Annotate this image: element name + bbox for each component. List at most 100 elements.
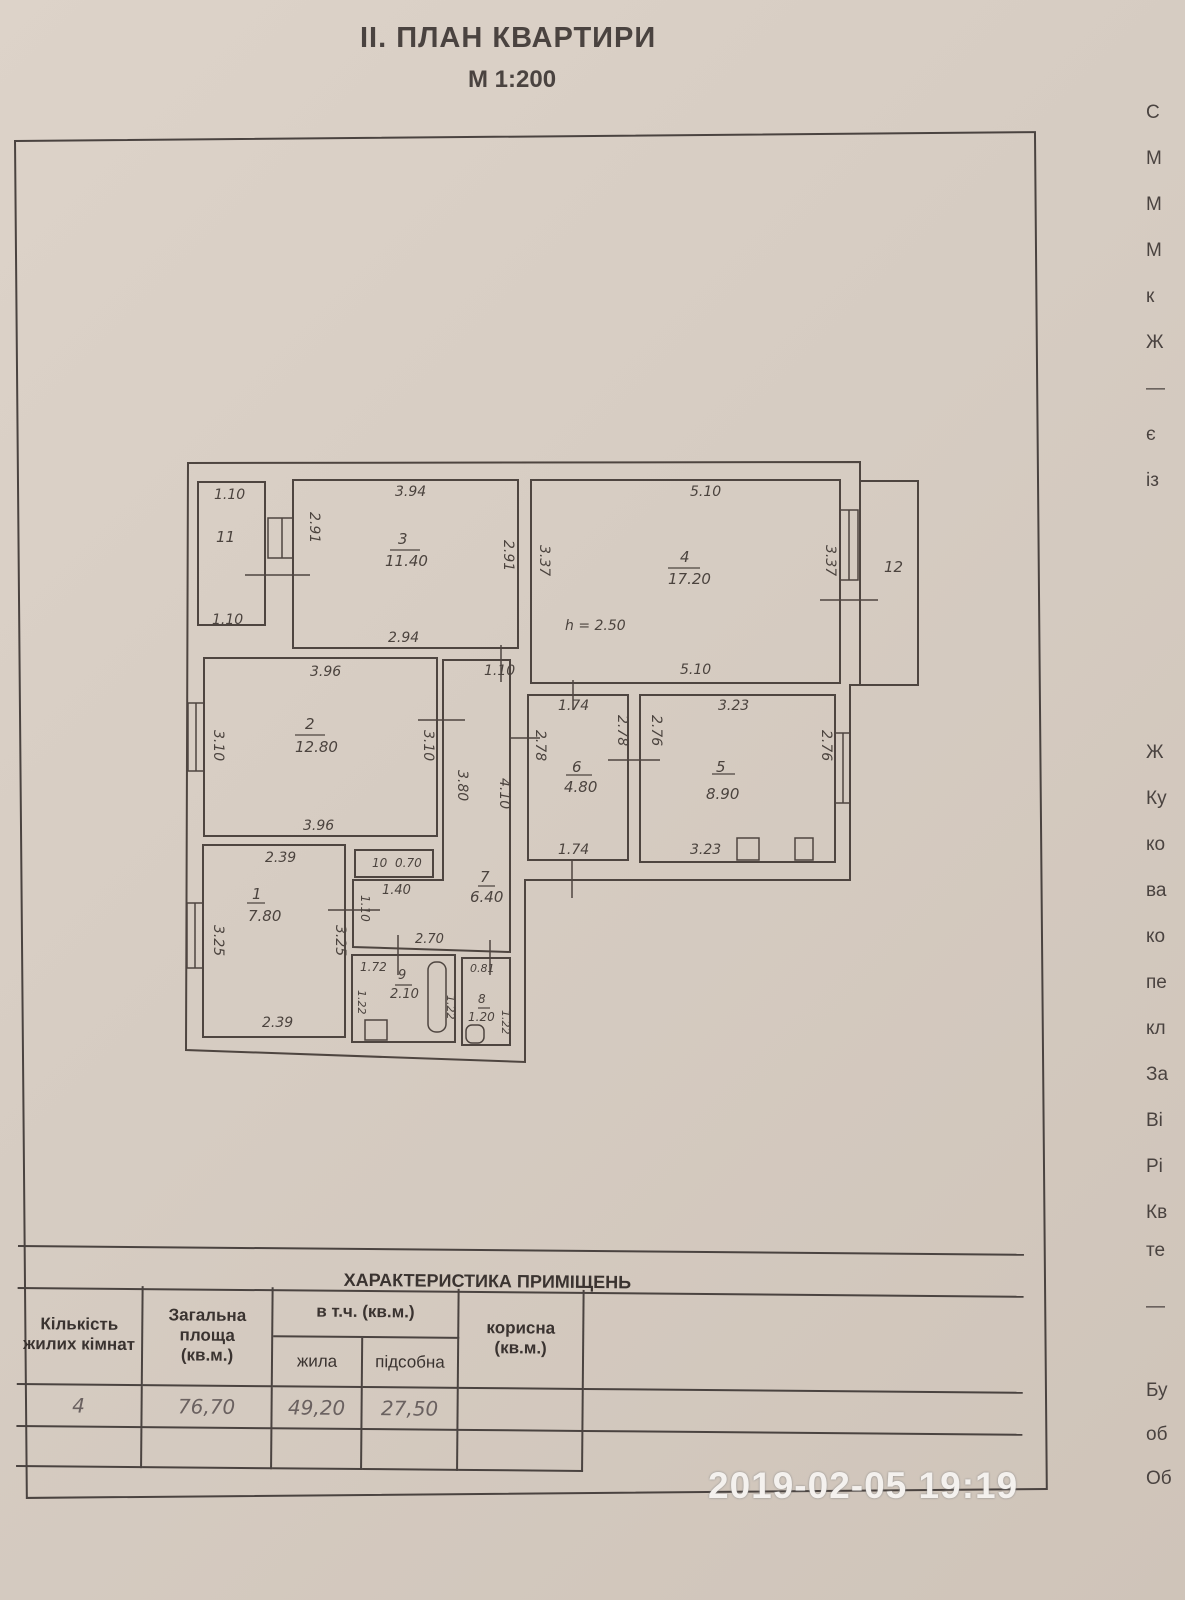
edge-text-fragment: пе <box>1146 972 1167 993</box>
room-12-number: 12 <box>884 558 904 576</box>
edge-text-fragment: к <box>1146 286 1155 307</box>
room-1-dim: 3.25 <box>210 925 226 957</box>
room-4-area: 17.20 <box>668 570 711 588</box>
edge-text-fragment: — <box>1146 1296 1165 1317</box>
room-3-dim: 2.91 <box>306 512 322 544</box>
room-7-dim: 1.40 <box>382 883 411 898</box>
photo-timestamp: 2019-02-05 19:19 <box>708 1465 1019 1506</box>
fixtures <box>364 837 814 1044</box>
room-7-dim: 4.10 <box>496 778 512 810</box>
room-2-area: 12.80 <box>295 738 338 756</box>
windows <box>186 509 859 969</box>
room-6-dim: 1.74 <box>558 842 590 858</box>
room-12-balcony <box>859 480 919 686</box>
value-living: 49,20 <box>272 1387 363 1431</box>
room-4-dim: 3.37 <box>536 545 552 577</box>
room-9-dim: 1.22 <box>355 990 368 1015</box>
room-2-dim: 3.10 <box>210 730 226 762</box>
room-1-dim: 3.25 <box>332 925 348 957</box>
edge-text-fragment: об <box>1146 1424 1168 1445</box>
room-6-area: 4.80 <box>564 778 598 796</box>
room-9-dim: 1.72 <box>360 960 387 974</box>
room-6-dim: 2.78 <box>532 730 548 762</box>
room-6-dim: 1.74 <box>558 698 590 714</box>
edge-text-fragment: із <box>1146 470 1159 491</box>
room-5-dim: 3.23 <box>718 698 750 714</box>
room-4-dim: 3.37 <box>822 545 838 577</box>
value-empty <box>583 1389 1023 1436</box>
edge-text-fragment: — <box>1146 378 1165 399</box>
room-11 <box>197 481 266 626</box>
room-7 <box>352 659 511 954</box>
room-3-number: 3 <box>398 530 408 548</box>
header-total: Загальна площа (кв.м.) <box>142 1286 274 1388</box>
room-9-dim: 1.22 <box>444 995 457 1020</box>
doors <box>245 574 878 975</box>
edge-text-fragment: Рі <box>1146 1156 1163 1177</box>
room-11-dim: 1.10 <box>212 612 244 628</box>
room-11-dim: 1.10 <box>214 487 246 503</box>
value-rooms: 4 <box>16 1384 143 1429</box>
room-2-number: 2 <box>305 715 315 733</box>
room-4-number: 4 <box>680 548 690 566</box>
room-3-area: 11.40 <box>385 552 428 570</box>
room-2-dim: 3.96 <box>310 664 342 680</box>
room-4 <box>530 479 841 684</box>
ceiling-height: h = 2.50 <box>565 618 626 634</box>
empty-cell <box>272 1429 363 1471</box>
edge-text-fragment: Ві <box>1146 1110 1163 1131</box>
room-5-number: 5 <box>716 758 726 776</box>
header-incl: в т.ч. (кв.м.) <box>273 1287 460 1339</box>
room-1-number: 1 <box>252 885 262 903</box>
room-3-dim: 3.94 <box>395 484 427 500</box>
room-2-dim: 3.10 <box>420 730 436 762</box>
room-7-dim: 1.10 <box>484 663 516 679</box>
edge-text-fragment: Ку <box>1146 788 1167 809</box>
empty-cell <box>16 1426 143 1469</box>
header-useful: корисна (кв.м.) <box>458 1288 585 1390</box>
edge-text-fragment: М <box>1146 194 1162 215</box>
room-6-number: 6 <box>572 758 582 776</box>
value-total: 76,70 <box>142 1386 273 1430</box>
room-7-area: 6.40 <box>470 888 504 906</box>
room-4-dim: 5.10 <box>680 662 712 678</box>
edge-text-fragment: М <box>1146 240 1162 261</box>
header-aux: підсобна <box>362 1338 460 1389</box>
empty-cell <box>458 1430 584 1472</box>
room-7-dim: 1.10 <box>358 895 372 922</box>
room-1-dim: 2.39 <box>262 1015 294 1031</box>
edge-text-fragment: ко <box>1146 926 1166 947</box>
room-5-dim: 2.76 <box>648 715 664 747</box>
room-1-dim: 2.39 <box>265 850 297 866</box>
value-useful <box>458 1388 584 1432</box>
edge-text-fragment: ко <box>1146 834 1166 855</box>
room-9-number: 9 <box>398 968 407 983</box>
room-8-dim: 1.22 <box>499 1010 512 1035</box>
edge-text-fragment: М <box>1146 148 1162 169</box>
room-7-dim: 3.80 <box>454 770 470 802</box>
room-8-dim: 0.81 <box>470 962 495 975</box>
edge-text-fragment: кл <box>1146 1018 1166 1039</box>
edge-text-fragment: Бу <box>1146 1380 1168 1401</box>
scale-label: М 1:200 <box>468 66 557 93</box>
header-rooms: Кількість жилих кімнат <box>16 1284 144 1387</box>
room-number-rules <box>247 549 735 1009</box>
empty-cell <box>142 1428 273 1470</box>
header-living: жила <box>272 1337 364 1389</box>
edge-text-fragment: Ж <box>1146 332 1164 353</box>
room-8-number: 8 <box>478 992 486 1006</box>
room-5 <box>639 694 836 863</box>
value-aux: 27,50 <box>362 1388 459 1431</box>
room-11-number: 11 <box>216 528 236 546</box>
room-2-dim: 3.96 <box>303 818 335 834</box>
edge-text-fragment: С <box>1146 102 1160 123</box>
room-5-area: 8.90 <box>706 785 740 803</box>
edge-text-fragment: Об <box>1146 1468 1172 1489</box>
room-8 <box>461 957 511 1046</box>
room-3 <box>292 479 519 649</box>
edge-text-fragment: те <box>1146 1240 1166 1261</box>
outer-wall <box>184 460 861 1064</box>
room-5-dim: 3.23 <box>690 842 722 858</box>
edge-text-fragment: Кв <box>1146 1202 1168 1223</box>
